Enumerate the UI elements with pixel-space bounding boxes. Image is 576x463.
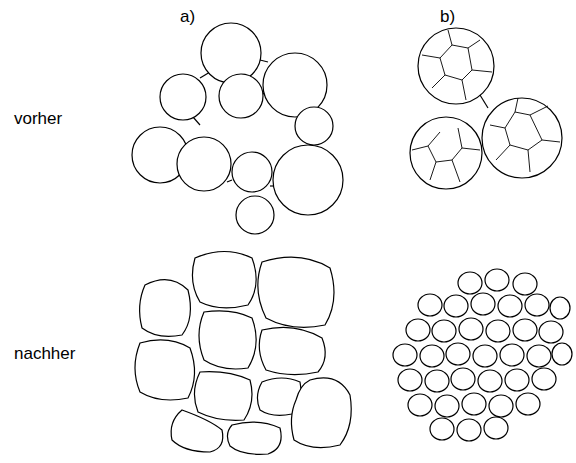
sintered-grains xyxy=(135,252,351,455)
granules xyxy=(410,28,562,189)
panel-label: a) xyxy=(180,8,195,27)
fine-grains xyxy=(393,269,572,441)
row-label: vorher xyxy=(14,110,62,129)
row-label: nachher xyxy=(14,345,75,364)
panel-label: b) xyxy=(440,8,455,27)
loose-particles xyxy=(132,23,343,234)
